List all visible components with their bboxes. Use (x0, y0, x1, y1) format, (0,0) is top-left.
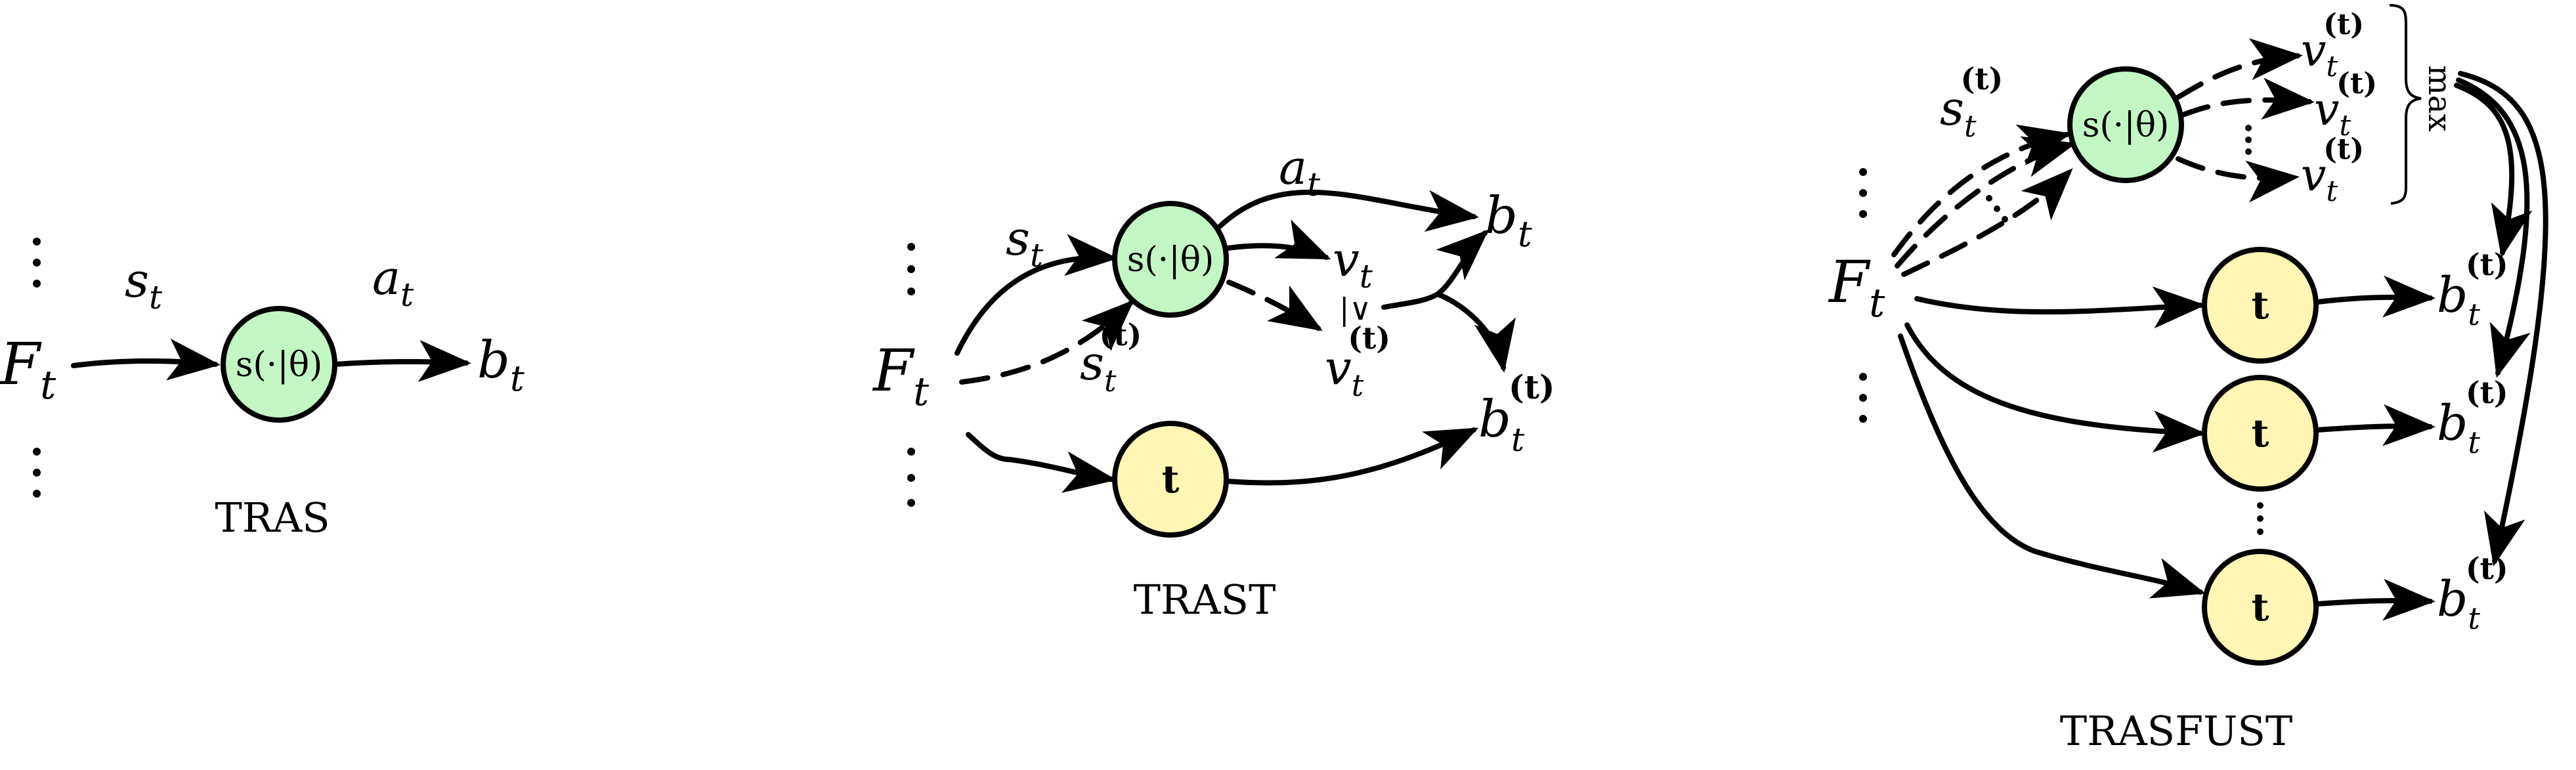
output-b-target-label-3: bt(t) (2437, 551, 2508, 636)
edge-max-to-b-3 (2458, 71, 2548, 567)
output-b-target-label-1: bt(t) (2437, 247, 2508, 332)
vertical-dots-top (907, 243, 915, 295)
policy-node (2067, 66, 2184, 183)
edge-target-to-b-target-2 (2315, 404, 2436, 446)
edge-policy-to-v-target-2 (2180, 77, 2315, 120)
output-b-target-label-2: bt(t) (2437, 375, 2508, 460)
edge-target-to-b-target (1224, 427, 1479, 486)
edge-policy-to-v (1225, 219, 1331, 260)
vertical-dots-bottom (1859, 373, 1867, 423)
edge-policy-to-v-target-3 (2176, 156, 2300, 203)
edge-compare-to-b-target (1435, 291, 1516, 373)
edge-F-to-target-node-3 (1898, 333, 2206, 599)
target-node-label-3: t (2252, 585, 2269, 630)
edge-label-a: at (372, 250, 414, 314)
edge-max-to-b-1 (2454, 83, 2533, 258)
target-node-label: t (1162, 457, 1180, 502)
caption-trasfust: TRASFUST (2060, 707, 2292, 755)
max-brace (2389, 4, 2422, 205)
value-v-label: vt (1333, 232, 1373, 295)
edge-policy-to-v-target (1226, 280, 1323, 332)
edge-F-to-policy-target (959, 299, 1134, 385)
output-b-label: bt (477, 331, 525, 399)
vertical-dots-values (2245, 125, 2252, 155)
edge-F-to-target-node (966, 432, 1117, 493)
caption-tras: TRAS (215, 494, 330, 542)
target-node-3 (2202, 549, 2319, 666)
edge-F-to-policy (71, 338, 221, 381)
edge-F-to-target-node-2 (1904, 322, 2206, 453)
value-v-target-label-2: vt(t) (2314, 67, 2377, 142)
vertical-dots-bottom (907, 448, 915, 507)
geq-symbol: |∨ (1339, 291, 1371, 327)
panel-tras: Ft st s(·|θ) at bt TRAS (0, 238, 525, 542)
vertical-dots-top (33, 238, 41, 288)
edge-F-to-target-node-1 (1914, 286, 2206, 329)
diagonal-dots (1986, 195, 2008, 223)
policy-node-label: s(·|θ) (2082, 106, 2170, 145)
panel-trast: Ft st st(t) s(·|θ) t at bt vt |∨ vt(t) b… (872, 140, 1555, 624)
edge-compare-to-b (1381, 229, 1489, 310)
vertical-dots-top (1859, 168, 1867, 218)
target-node-label-1: t (2252, 283, 2269, 328)
vertical-dots-targets (2257, 502, 2264, 535)
output-b-target-label: bt(t) (1478, 368, 1555, 459)
input-F-label: Ft (872, 337, 930, 415)
edge-label-s: st (1006, 211, 1044, 274)
edge-policy-to-b (332, 339, 471, 382)
edge-policy-to-b (1217, 189, 1479, 232)
edge-F-to-policy-target-2 (1895, 136, 2076, 268)
edge-F-to-policy-target-3 (1901, 168, 2073, 277)
edge-max-to-b-2 (2456, 77, 2531, 378)
policy-node-label: s(·|θ) (236, 345, 323, 385)
policy-node (1112, 201, 1229, 318)
caption-trast: TRAST (1134, 576, 1276, 624)
edge-label-a: at (1279, 140, 1321, 203)
edge-target-to-b-target-1 (2315, 275, 2436, 318)
edge-label-s-target: st(t) (1940, 61, 2003, 144)
max-label: max (2421, 65, 2458, 131)
edge-F-to-policy (955, 234, 1118, 356)
value-v-target-label: vt(t) (1325, 320, 1390, 403)
value-v-target-label-3: vt(t) (2301, 133, 2364, 208)
policy-node-label: s(·|θ) (1127, 240, 1214, 280)
edge-label-s-target: st(t) (1080, 317, 1142, 398)
target-node-1 (2202, 247, 2319, 364)
target-node-2 (2202, 375, 2319, 492)
edge-policy-to-v-target-1 (2176, 38, 2303, 100)
panel-trasfust: Ft st(t) s(·|θ) vt(t) vt(t) vt(t) max (1828, 4, 2548, 755)
input-F-label: Ft (0, 330, 56, 408)
value-v-target-label-1: vt(t) (2301, 8, 2364, 83)
output-b-label: bt (1485, 186, 1532, 255)
target-node-label-2: t (2252, 411, 2269, 456)
vertical-dots-bottom (33, 448, 41, 498)
input-F-label: Ft (1828, 248, 1885, 326)
edge-label-s: st (125, 253, 163, 316)
edge-target-to-b-target-3 (2315, 578, 2436, 621)
